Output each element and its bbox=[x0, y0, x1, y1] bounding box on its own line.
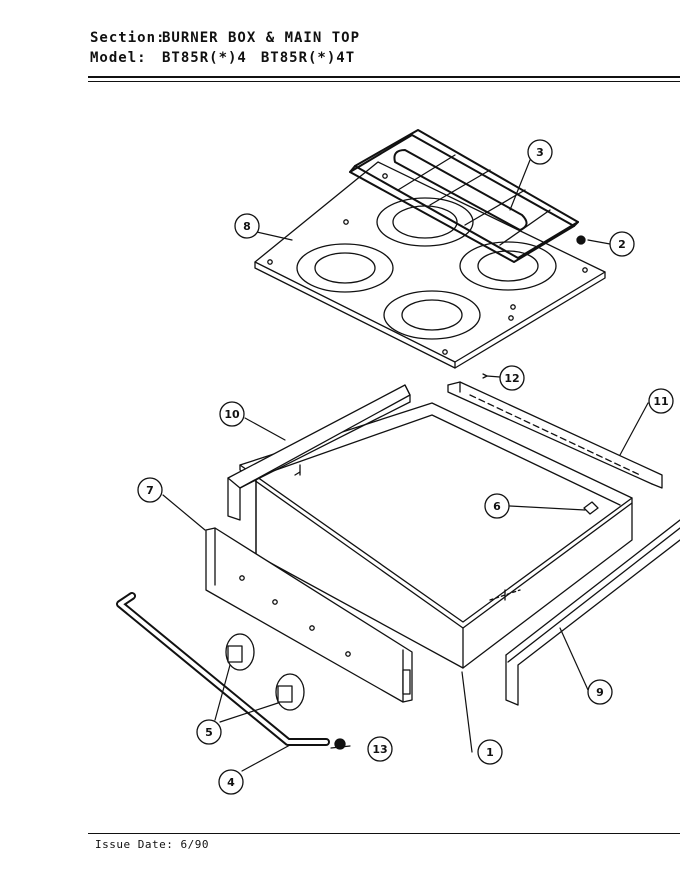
callout-4 bbox=[218, 769, 244, 795]
callout-bubbles bbox=[137, 139, 674, 795]
header-rule-thin bbox=[88, 81, 680, 82]
section-label: Section: bbox=[90, 30, 166, 46]
callout-7-label: 7 bbox=[146, 484, 154, 497]
callout-4-label: 4 bbox=[227, 776, 235, 789]
callout-7 bbox=[137, 477, 163, 503]
callout-13 bbox=[367, 736, 393, 762]
callout-12 bbox=[499, 365, 525, 391]
callout-5-label: 5 bbox=[205, 726, 213, 739]
callout-9 bbox=[587, 679, 613, 705]
valve-parts bbox=[225, 633, 305, 711]
main-top-part bbox=[254, 161, 606, 369]
callout-3 bbox=[527, 139, 553, 165]
clip-part bbox=[583, 501, 599, 515]
callout-5 bbox=[196, 719, 222, 745]
callout-11-label: 11 bbox=[653, 395, 668, 408]
left-trim-part bbox=[227, 384, 411, 521]
right-trim-part bbox=[505, 519, 680, 706]
rear-trim-part bbox=[447, 381, 663, 489]
callout-6-label: 6 bbox=[493, 500, 501, 513]
model-value-2: BT85R(*)4T bbox=[260, 50, 356, 66]
section-row: Section:BURNER BOX & MAIN TOP bbox=[90, 28, 680, 48]
model-value-1: BT85R(*)4 bbox=[162, 50, 247, 66]
model-row: Model: BT85R(*)4 BT85R(*)4T bbox=[90, 48, 680, 68]
callout-9-label: 9 bbox=[596, 686, 604, 699]
fastener-part bbox=[576, 235, 586, 245]
callout-8-label: 8 bbox=[243, 220, 251, 233]
footer-rule bbox=[88, 833, 680, 834]
header-rule bbox=[88, 76, 680, 78]
callout-8 bbox=[234, 213, 260, 239]
callout-11 bbox=[648, 388, 674, 414]
model-label: Model: bbox=[90, 50, 147, 66]
page-header: Section:BURNER BOX & MAIN TOP Model: BT85… bbox=[90, 28, 680, 68]
issue-date: Issue Date: 6/90 bbox=[95, 838, 209, 851]
callout-13-label: 13 bbox=[372, 743, 387, 756]
manifold-tube-part bbox=[116, 592, 330, 746]
callout-2-label: 2 bbox=[618, 238, 626, 251]
leader-lines bbox=[162, 159, 649, 772]
manifold-panel-part bbox=[205, 527, 413, 703]
callout-6 bbox=[484, 493, 510, 519]
callout-1-label: 1 bbox=[486, 746, 494, 759]
callout-3-label: 3 bbox=[536, 146, 544, 159]
callout-10 bbox=[219, 401, 245, 427]
callout-12-label: 12 bbox=[504, 372, 519, 385]
grate-part bbox=[349, 129, 579, 263]
burner-box-part bbox=[239, 402, 633, 669]
section-value: BURNER BOX & MAIN TOP bbox=[162, 30, 361, 46]
callout-1 bbox=[477, 739, 503, 765]
callout-10-label: 10 bbox=[224, 408, 240, 421]
callout-2 bbox=[609, 231, 635, 257]
